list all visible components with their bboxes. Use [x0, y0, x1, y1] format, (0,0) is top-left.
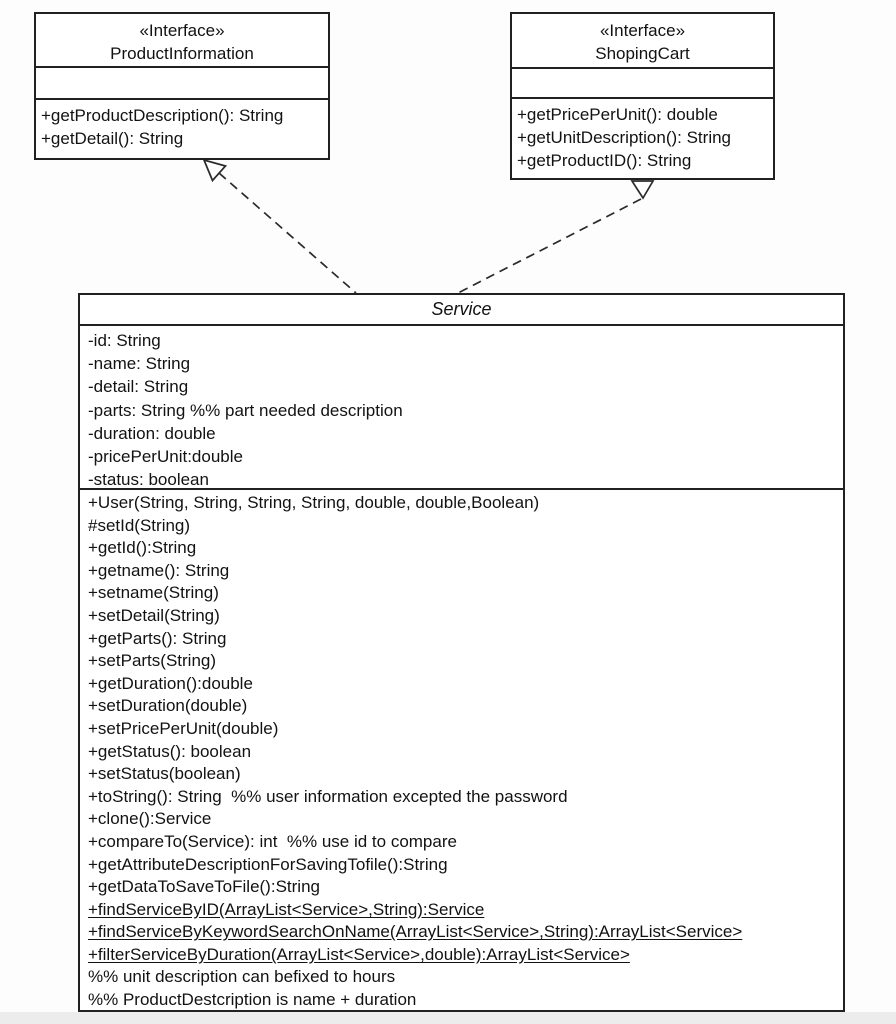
class-method-line: +getParts(): String	[88, 628, 227, 648]
class-attribute-line: -id: String	[88, 331, 161, 350]
interface-box-shopingcart: «Interface» ShopingCart +getPricePerUnit…	[510, 12, 775, 180]
methods-compartment: +getPricePerUnit(): double +getUnitDescri…	[512, 97, 773, 178]
class-method-line: +findServiceByKeywordSearchOnName(ArrayL…	[88, 922, 743, 942]
interface-method-line: +getPricePerUnit(): double	[517, 105, 718, 124]
interface-method-line: +getProductID(): String	[517, 151, 692, 170]
stereotype-label: «Interface»	[139, 21, 225, 40]
class-method-line: %% ProductDestcription is name + duratio…	[88, 990, 417, 1010]
attributes-compartment-empty	[36, 66, 328, 98]
class-method-line: +toString(): String %% user information …	[88, 786, 568, 806]
class-method-line: +setPricePerUnit(double)	[88, 718, 279, 738]
class-method-line: +getDuration():double	[88, 673, 253, 693]
class-method-line: +setStatus(boolean)	[88, 764, 241, 784]
class-method-line: +setDetail(String)	[88, 605, 220, 625]
class-box-service: Service -id: String -name: String -detail:…	[78, 293, 845, 1012]
interface-header-shopingcart: «Interface» ShopingCart	[512, 14, 773, 67]
hollow-triangle-shopingcart	[630, 180, 655, 200]
class-method-line: +setParts(String)	[88, 651, 217, 671]
class-attribute-line: -parts: String %% part needed descriptio…	[88, 400, 403, 420]
interface-method-line: +getDetail(): String	[41, 129, 184, 148]
class-attribute-line: -detail: String	[88, 377, 189, 397]
class-method-line: +getId():String	[88, 538, 197, 558]
interface-method-line: +getProductDescription(): String	[41, 106, 284, 125]
realization-line-service-to-productinformation	[218, 172, 357, 294]
class-attribute-line: -pricePerUnit:double	[88, 447, 243, 467]
class-attribute-line: -status: boolean	[88, 470, 209, 488]
class-method-line: +findServiceByID(ArrayList<Service>,Stri…	[88, 899, 485, 919]
methods-compartment: +User(String, String, String, String, do…	[80, 488, 843, 1010]
realization-line-service-to-shopingcart	[457, 198, 642, 294]
interface-box-productinformation: «Interface» ProductInformation +getProdu…	[34, 12, 330, 160]
bottom-edge-strip	[0, 1012, 896, 1024]
class-method-line: +getDataToSaveToFile():String	[88, 877, 320, 897]
class-method-line: +getname(): String	[88, 560, 230, 580]
methods-compartment: +getProductDescription(): String +getDeta…	[36, 98, 328, 158]
class-attribute-line: -name: String	[88, 354, 191, 374]
interface-method-line: +getUnitDescription(): String	[517, 128, 732, 147]
class-method-line: +setDuration(double)	[88, 696, 248, 716]
hollow-triangle-productinformation	[202, 158, 228, 183]
class-method-line: +getAttributeDescriptionForSavingTofile(…	[88, 854, 448, 874]
class-method-line: +clone():Service	[88, 809, 212, 829]
class-method-line: +User(String, String, String, String, do…	[88, 493, 540, 512]
class-method-line: %% unit description can befixed to hours	[88, 967, 396, 987]
interface-name: ProductInformation	[110, 44, 254, 63]
class-name-service: Service	[431, 299, 492, 319]
interface-name: ShopingCart	[595, 44, 690, 63]
class-method-line: +compareTo(Service): int %% use id to co…	[88, 831, 457, 851]
class-method-line: #setId(String)	[88, 515, 191, 535]
class-attribute-line: -duration: double	[88, 423, 216, 443]
class-method-line: +setname(String)	[88, 583, 219, 603]
class-method-line: +filterServiceByDuration(ArrayList<Servi…	[88, 944, 630, 964]
attributes-compartment: -id: String -name: String -detail: String -…	[80, 324, 843, 488]
class-method-line: +getStatus(): boolean	[88, 741, 252, 761]
stereotype-label: «Interface»	[599, 21, 686, 40]
attributes-compartment-empty	[512, 67, 773, 97]
interface-header-productinformation: «Interface» ProductInformation	[36, 14, 328, 66]
